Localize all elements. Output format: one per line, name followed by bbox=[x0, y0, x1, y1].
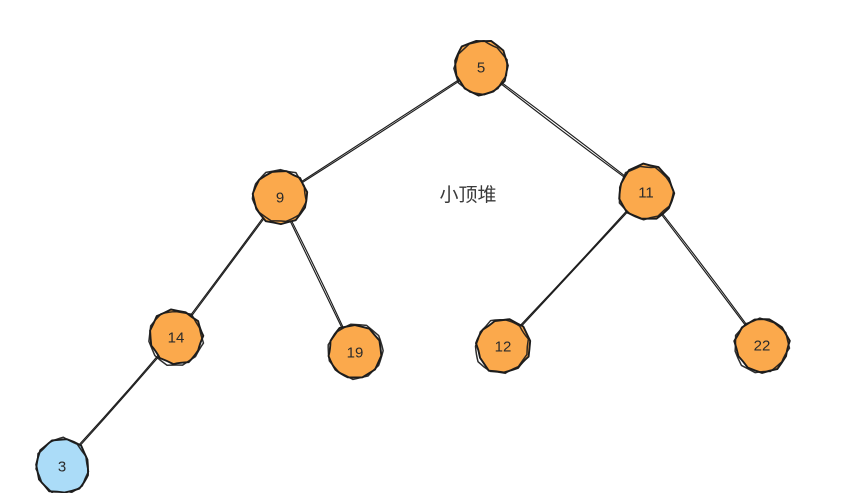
tree-node-3[interactable]: 3 bbox=[35, 436, 90, 493]
tree-node-12[interactable]: 12 bbox=[474, 318, 532, 375]
tree-edge bbox=[518, 208, 630, 329]
node-outline-sketch bbox=[148, 310, 205, 367]
node-outline-sketch bbox=[734, 317, 791, 374]
tree-node-11[interactable]: 11 bbox=[618, 162, 676, 221]
edge-layer bbox=[77, 78, 748, 448]
node-layer: 5 9 11 14 19 12 22 3 bbox=[35, 39, 791, 493]
node-outline-sketch bbox=[327, 323, 384, 381]
tree-node-9[interactable]: 9 bbox=[251, 168, 309, 226]
node-outline-sketch bbox=[35, 436, 90, 493]
diagram-caption: 小顶堆 bbox=[439, 184, 496, 206]
tree-node-5[interactable]: 5 bbox=[453, 39, 509, 97]
tree-node-19[interactable]: 19 bbox=[327, 323, 384, 381]
node-outline-sketch bbox=[251, 168, 308, 223]
node-circle bbox=[251, 170, 309, 226]
tree-node-22[interactable]: 22 bbox=[733, 317, 791, 374]
tree-edge bbox=[189, 215, 266, 318]
tree-edge bbox=[289, 218, 345, 331]
tree-edge bbox=[659, 211, 748, 327]
node-circle bbox=[475, 318, 532, 374]
tree-edge bbox=[299, 78, 461, 184]
node-outline-sketch bbox=[618, 165, 675, 221]
tree-node-14[interactable]: 14 bbox=[148, 308, 205, 367]
node-outline-sketch bbox=[474, 318, 530, 375]
tree-edge bbox=[499, 81, 627, 179]
node-outline-sketch bbox=[453, 39, 508, 96]
tree-edge bbox=[77, 354, 161, 448]
